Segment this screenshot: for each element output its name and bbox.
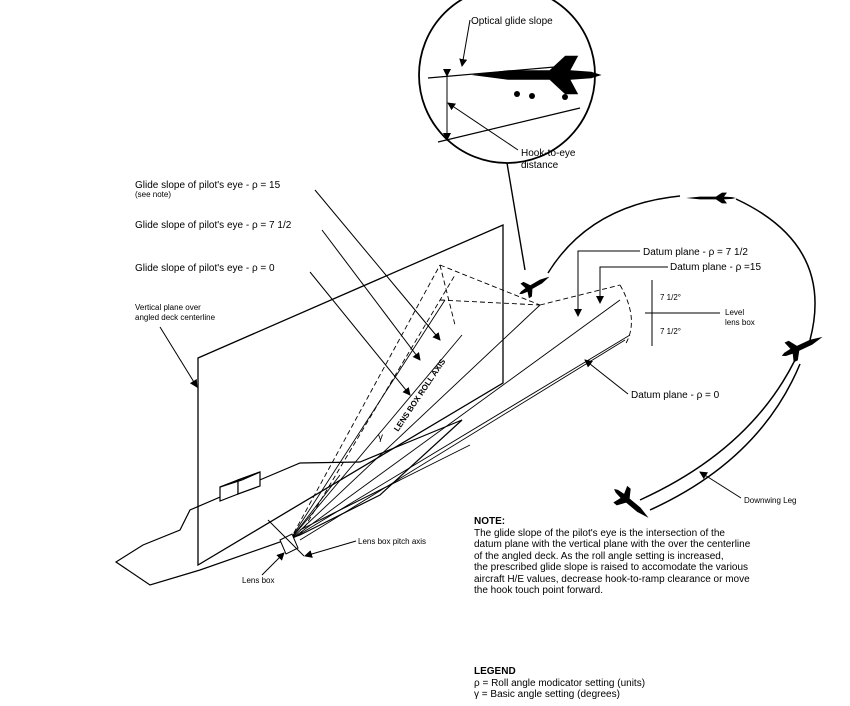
datum-plane-7-5-label: Datum plane - ρ = 7 1/2 [643,247,748,258]
vertical-plane [197,224,504,567]
lens-ray-fan [289,299,631,541]
legend-title: LEGEND [474,666,516,677]
level-lens-box-label-1: Level [725,308,744,317]
note-line: aircraft H/E values, decrease hook-to-ra… [474,573,750,585]
see-note-label: (see note) [135,190,171,199]
note-line: of the angled deck. As the roll angle se… [474,550,724,562]
legend-item-rho: ρ = Roll angle modicator setting (units) [474,677,646,689]
note-title: NOTE: [474,516,506,527]
vertical-plane-label-2: angled deck centerline [135,313,216,322]
datum-plane-15-label: Datum plane - ρ =15 [670,262,761,273]
landing-pattern-path [547,195,816,511]
datum-plane-dashes [289,264,632,541]
magnifier-inset [418,0,602,271]
note-block: NOTE: The glide slope of the pilot's eye… [474,516,794,597]
glide-slope-0-label: Glide slope of pilot's eye - ρ = 0 [135,263,275,274]
glide-slope-15-label: Glide slope of pilot's eye - ρ = 15 [135,180,281,191]
jet-aircraft-icon [515,269,554,302]
lens-box-label: Lens box [242,576,274,585]
note-line: the prescribed glide slope is raised to … [474,562,749,573]
optical-glide-slope-label: Optical glide slope [471,16,553,27]
legend-item-gamma: γ = Basic angle setting (degrees) [474,689,620,700]
angle-bottom-label: 7 1/2° [660,327,681,336]
lens-box-pitch-axis-label: Lens box pitch axis [358,537,426,546]
note-line: The glide slope of the pilot's eye is th… [474,527,725,539]
hook-to-eye-label-1: Hook-to-eye [521,148,576,159]
note-line: datum plane with the vertical plane with… [474,539,751,550]
glide-slope-7-5-label: Glide slope of pilot's eye - ρ = 7 1/2 [135,220,292,231]
jet-aircraft-icon [686,192,736,204]
hook-to-eye-label-2: distance [521,160,559,171]
carrier-deck [114,419,463,586]
angle-top-label: 7 1/2° [660,293,681,302]
level-lens-box-label-2: lens box [725,318,755,327]
downwing-leg-label: Downwing Leg [744,496,796,505]
datum-plane-0-label: Datum plane - ρ = 0 [631,390,720,401]
vertical-plane-label-1: Vertical plane over [135,303,201,312]
legend-block: LEGEND ρ = Roll angle modicator setting … [474,666,794,701]
note-line: the hook touch point forward. [474,585,603,596]
datum-leaders [574,250,720,395]
label-leaders [159,189,441,396]
gamma-symbol: γ [378,432,383,443]
jet-aircraft-icon [777,327,828,366]
lens-box [267,519,305,557]
